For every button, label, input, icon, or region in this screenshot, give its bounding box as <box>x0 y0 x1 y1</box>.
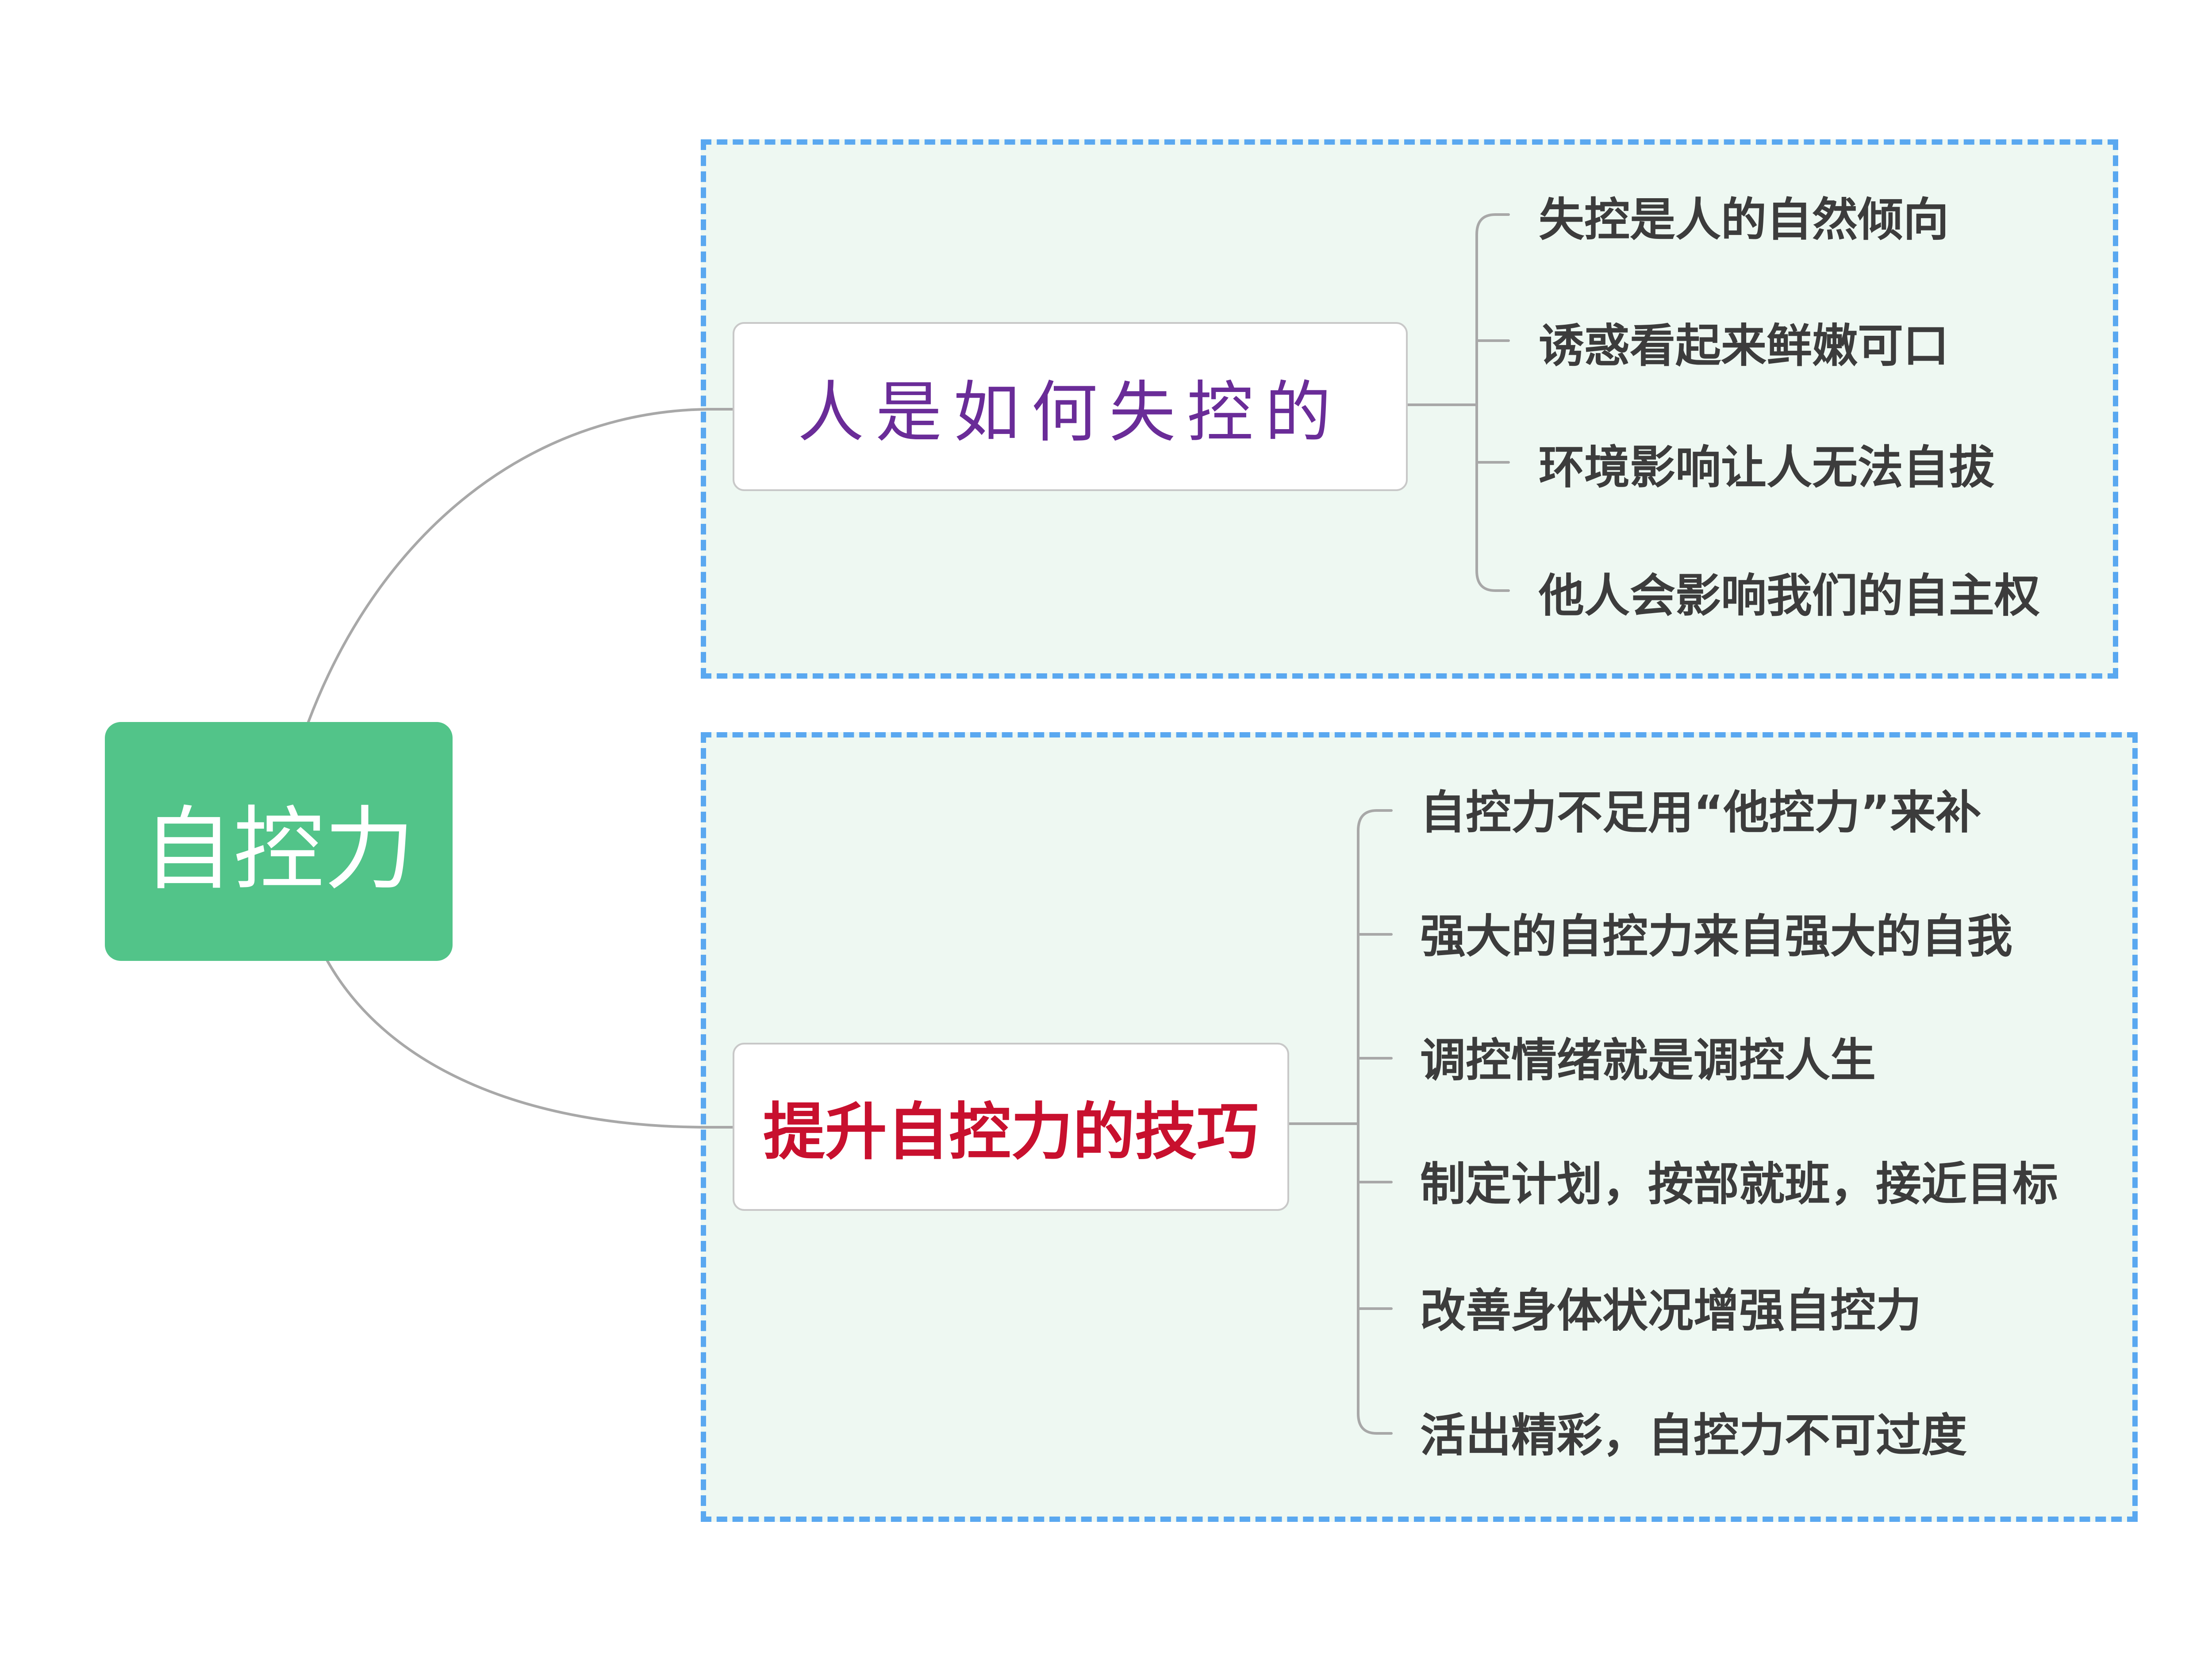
subtopic[interactable]: 诱惑看起来鲜嫩可口 <box>1539 319 1949 373</box>
subtopic[interactable]: 自控力不足用“他控力”来补 <box>1420 786 1982 839</box>
topic-node[interactable]: 提升自控力的技巧 <box>733 1043 1289 1211</box>
subtopic[interactable]: 环境影响让人无法自拔 <box>1539 441 1994 494</box>
central-topic[interactable]: 自控力 <box>105 722 453 961</box>
topic-to-subtopics-bracket <box>1475 213 1497 592</box>
subtopic[interactable]: 活出精彩，自控力不可过度 <box>1420 1409 1967 1462</box>
root-to-topic-connector <box>307 408 734 723</box>
subtopic[interactable]: 制定计划，按部就班，接近目标 <box>1420 1158 2058 1211</box>
root-to-topic-connector <box>326 960 734 1129</box>
topic-node[interactable]: 人是如何失控的 <box>733 322 1408 491</box>
topic-to-subtopics-bracket <box>1357 809 1378 1435</box>
subtopic[interactable]: 他人会影响我们的自主权 <box>1539 569 2040 622</box>
subtopic[interactable]: 改善身体状况增强自控力 <box>1420 1284 1921 1337</box>
subtopic[interactable]: 失控是人的自然倾向 <box>1539 193 1949 246</box>
subtopic[interactable]: 调控情绪就是调控人生 <box>1420 1034 1876 1087</box>
subtopic[interactable]: 强大的自控力来自强大的自我 <box>1420 910 2012 963</box>
